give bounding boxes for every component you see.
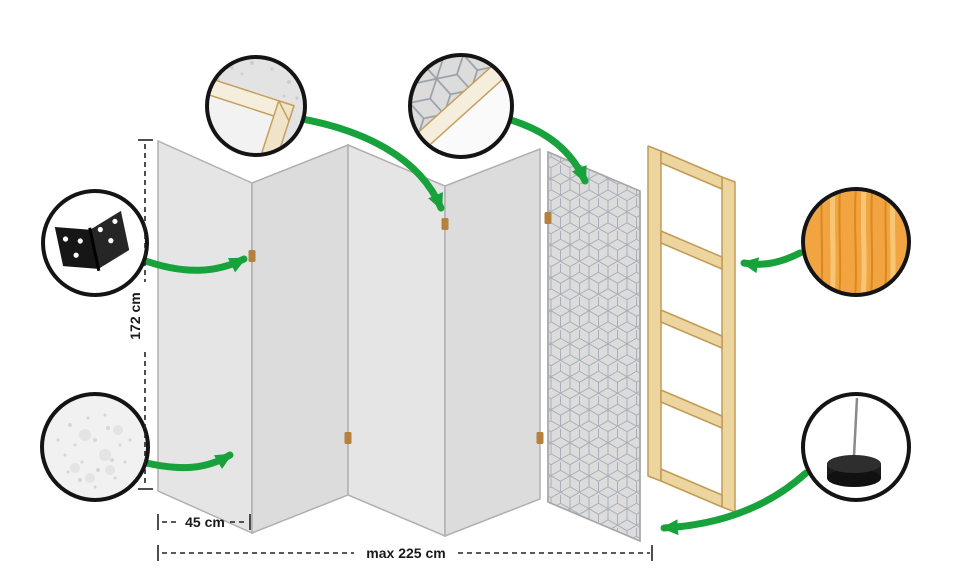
folding-screen: [157, 139, 544, 538]
edge-detail-ring: [408, 53, 514, 159]
hinge-dot-3: [441, 218, 449, 230]
hinge-dot-2: [344, 432, 352, 444]
arrow-edge-to-patterned-panel: [500, 114, 589, 185]
arrow-corner-to-fold: [293, 114, 445, 212]
hinge-dot-1: [248, 250, 256, 262]
fabric-texture-bg: [44, 396, 146, 498]
wood-detail-ring: [801, 187, 911, 297]
frame-corner-detail: [205, 55, 307, 157]
corner-detail-ring: [205, 55, 307, 157]
callout-arrows: [136, 114, 810, 536]
corner-frame-bars: [209, 77, 295, 153]
edge-fabric-layer: [420, 70, 510, 155]
corner-bar-vertical: [253, 99, 295, 153]
corner-miter-line: [278, 100, 290, 122]
edge-pattern-layer: [412, 57, 502, 142]
screen-panel-4: [444, 147, 541, 538]
panel-width-label: 45 cm: [185, 514, 225, 530]
arrow-foot-to-base: [660, 469, 810, 536]
fabric-texture-ring: [40, 392, 150, 502]
foot-icon: [827, 397, 881, 487]
frame-rung-2: [660, 309, 723, 349]
wood-material-detail: [801, 187, 911, 297]
frame-left-rail: [647, 145, 662, 482]
dimensions: [138, 139, 653, 561]
fabric-texture-dots: [56, 413, 132, 489]
frame-top-rung: [660, 150, 723, 190]
frame-right-rail: [721, 176, 736, 513]
screen-panel-2: [251, 143, 349, 535]
arrow-hinge-to-fold: [136, 255, 248, 274]
arrow-wood-to-frame: [740, 249, 804, 274]
patterned-panel-pattern: [547, 150, 641, 543]
screen-panel-3: [347, 143, 446, 538]
fabric-texture-blobs: [70, 425, 123, 483]
hinge-detail: [41, 189, 149, 297]
patterned-panel: [544, 150, 641, 543]
fabric-texture-detail: [40, 392, 150, 502]
frame-rung-1: [660, 230, 723, 270]
arrow-fabric-to-panel: [138, 451, 234, 472]
frame-bottom-rung: [660, 468, 723, 508]
foot-detail: [801, 392, 911, 502]
hinge-icon: [54, 210, 130, 272]
frame-rung-3: [660, 389, 723, 429]
hinge-dot-4: [536, 432, 544, 444]
hinge-dot-5: [544, 212, 552, 224]
height-label: 172 cm: [127, 292, 143, 339]
screen-panel-1: [157, 139, 253, 535]
wooden-frame: [647, 145, 736, 513]
corner-inner-fabric: [209, 93, 274, 153]
max-width-label: max 225 cm: [366, 545, 445, 561]
